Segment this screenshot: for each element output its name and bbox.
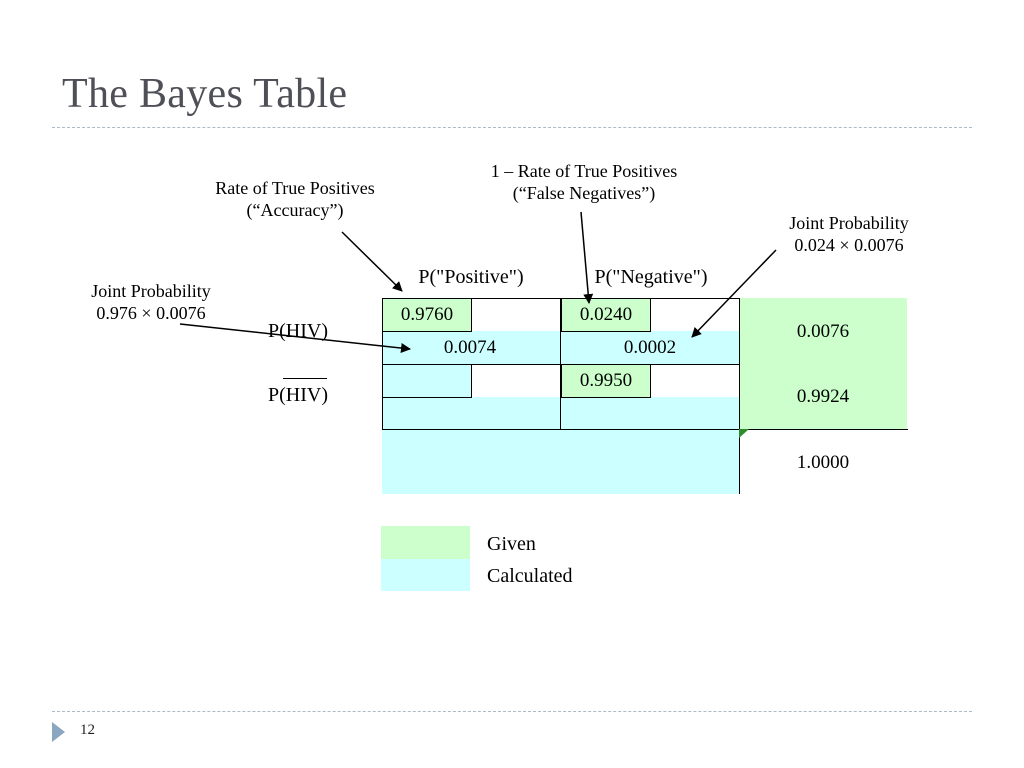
hiv-negative-given-cell: 0.0240	[561, 298, 651, 332]
joint-positive-annotation: Joint Probability 0.976 × 0.0076	[70, 280, 232, 324]
joint-negative-annotation-line1: Joint Probability	[789, 213, 909, 233]
legend-calculated-swatch	[381, 559, 470, 591]
slide-title: The Bayes Table	[62, 71, 348, 117]
footer-triangle-icon	[52, 722, 65, 742]
joint-positive-arrow	[179, 323, 411, 353]
row-header-complement-bar	[283, 378, 327, 379]
false-negatives-annotation: 1 – Rate of True Positives (“False Negat…	[464, 160, 704, 204]
joint-negative-arrow	[691, 249, 777, 338]
total-value: 1.0000	[796, 452, 850, 473]
false-negatives-arrow	[580, 211, 594, 304]
grid-line-right	[739, 298, 740, 494]
false-negatives-annotation-line2: (“False Negatives”)	[512, 183, 656, 203]
slide-number: 12	[80, 722, 95, 738]
hiv-positive-given-cell: 0.9760	[382, 298, 472, 332]
hiv-positive-given-value: 0.9760	[400, 304, 454, 325]
joint-positive-annotation-line1: Joint Probability	[91, 281, 211, 301]
footer-divider	[52, 711, 972, 712]
nothiv-negative-given-cell: 0.9950	[561, 364, 651, 398]
hiv-negative-joint-value: 0.0002	[623, 337, 677, 358]
title-divider	[52, 127, 972, 128]
legend-given-label: Given	[487, 533, 536, 555]
grid-line-bottom	[382, 429, 908, 430]
accuracy-annotation-line1: Rate of True Positives	[215, 178, 375, 198]
hiv-marginal-value: 0.0076	[796, 321, 850, 342]
legend-calculated-label: Calculated	[487, 565, 573, 587]
row-header-hiv: P(HIV)	[268, 320, 328, 342]
hiv-positive-joint-value: 0.0074	[443, 337, 497, 358]
hiv-negative-given-value: 0.0240	[579, 304, 633, 325]
nothiv-negative-given-value: 0.9950	[579, 370, 633, 391]
accuracy-annotation: Rate of True Positives (“Accuracy”)	[190, 177, 400, 221]
grid-line-left	[382, 298, 383, 430]
nothiv-positive-given-cell	[382, 364, 471, 397]
accuracy-annotation-line2: (“Accuracy”)	[246, 200, 344, 220]
column-header-positive: P("Positive")	[418, 266, 524, 288]
false-negatives-annotation-line1: 1 – Rate of True Positives	[490, 161, 678, 181]
legend-given-swatch	[381, 526, 470, 559]
row-header-not-hiv: P(HIV)	[268, 384, 328, 406]
row-marginals-fill	[739, 298, 907, 430]
column-header-negative: P("Negative")	[594, 266, 708, 288]
joint-negative-annotation: Joint Probability 0.024 × 0.0076	[764, 212, 934, 256]
joint-positive-annotation-line2: 0.976 × 0.0076	[96, 303, 206, 323]
corner-mark-icon	[739, 429, 749, 438]
grid-line-center	[560, 298, 561, 430]
nothiv-marginal-value: 0.9924	[796, 386, 850, 407]
joint-negative-annotation-line2: 0.024 × 0.0076	[794, 235, 904, 255]
accuracy-arrow	[341, 231, 403, 292]
column-totals-fill	[382, 430, 739, 494]
